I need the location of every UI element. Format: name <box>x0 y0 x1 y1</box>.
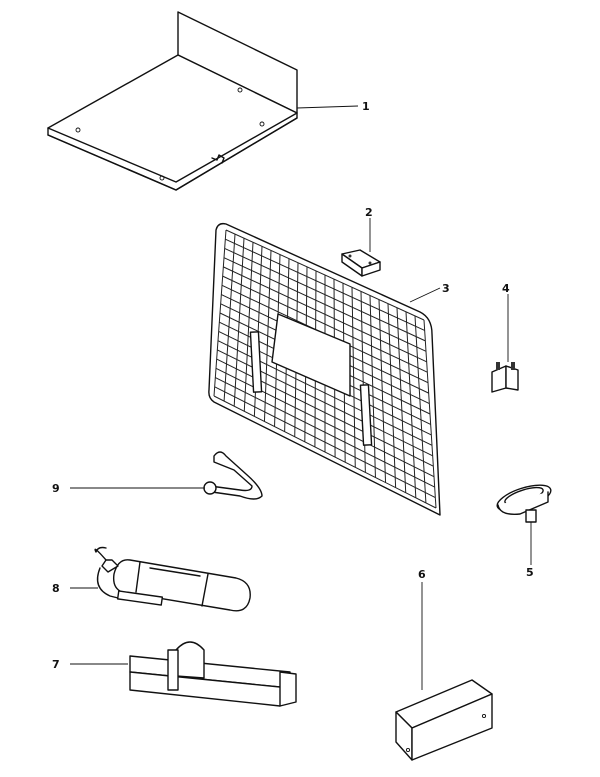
callout-4-label: 4 <box>502 282 510 295</box>
part-2-bracket: 2 <box>341 206 381 277</box>
callout-7-label: 7 <box>52 658 60 671</box>
part-9-strap: 9 <box>52 451 263 500</box>
mesh-line <box>224 247 426 342</box>
mesh-line <box>225 229 425 321</box>
callout-9-label: 9 <box>52 482 60 495</box>
mesh-line <box>214 386 436 499</box>
part-8-extinguisher: 8 <box>52 546 251 612</box>
mesh-line <box>225 238 425 331</box>
part-5-oval-holder: 5 <box>496 484 552 579</box>
callout-6-label: 6 <box>418 568 426 581</box>
mesh-line <box>223 266 427 363</box>
mesh-line <box>222 275 428 373</box>
part-1-tray: 1 <box>47 11 370 191</box>
callout-3-label: 3 <box>442 282 450 295</box>
part-3-mesh-partition: 3 <box>208 222 450 516</box>
callout-2-label: 2 <box>365 206 373 219</box>
part-7-mounting-bracket: 7 <box>52 641 297 707</box>
mesh-line <box>215 367 435 478</box>
part-4-clip: 4 <box>491 282 519 393</box>
callout-1-label: 1 <box>362 100 370 113</box>
part-6-box-bracket: 6 <box>395 568 493 761</box>
mesh-line <box>215 377 435 488</box>
callout-5-label: 5 <box>526 566 534 579</box>
mesh-line <box>213 395 437 509</box>
mesh-line <box>223 257 427 352</box>
callout-8-label: 8 <box>52 582 60 595</box>
